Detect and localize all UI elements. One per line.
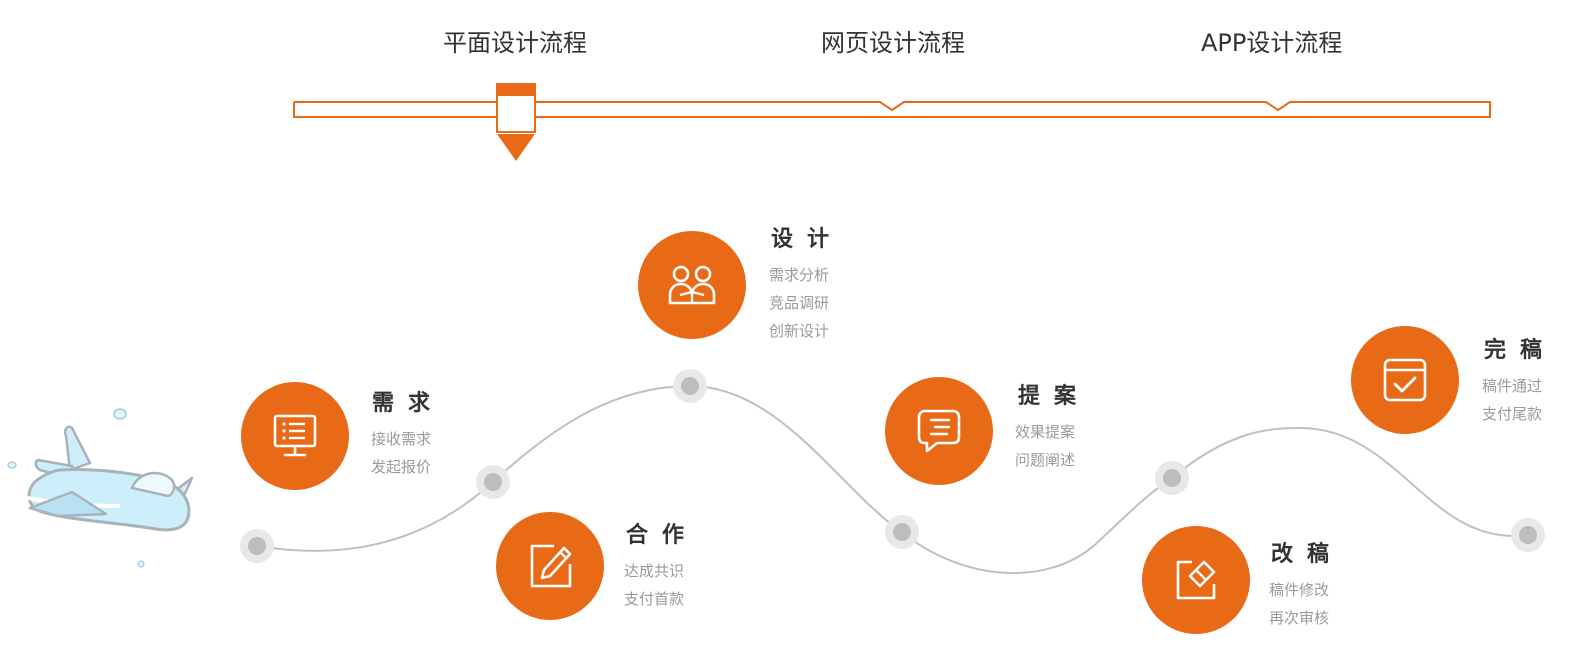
step-cooperate-title: 合作 [626,523,699,548]
monitor-list-icon [273,414,317,457]
step-cooperate-desc: 达成共识 支付首款 [624,557,684,613]
step-cooperate-line: 达成共识 [624,562,685,580]
chat-bubble-icon [917,409,961,453]
step-demand-desc: 接收需求 发起报价 [371,425,431,481]
step-finish-line: 稿件通过 [1482,377,1543,395]
curve-node [673,369,707,403]
tab-track-outline [293,101,1491,118]
step-demand-line: 接收需求 [371,430,432,448]
curve-node [885,515,919,549]
airplane-icon [7,408,194,568]
step-design-title: 设计 [771,227,844,252]
step-design-button[interactable] [638,231,746,339]
step-design-line: 竞品调研 [769,294,830,312]
step-proposal-button[interactable] [885,377,993,485]
step-design-line: 需求分析 [769,266,830,284]
step-demand-button[interactable] [241,382,349,490]
step-design-line: 创新设计 [769,322,830,340]
tab-web-design-process[interactable]: 网页设计流程 [821,29,965,57]
step-proposal-line: 效果提案 [1015,423,1076,441]
curve-node [1155,461,1189,495]
step-demand-title: 需求 [372,391,445,416]
checked-calendar-icon [1383,358,1427,402]
step-proposal-line: 问题阐述 [1015,451,1076,469]
tab-app-design-process[interactable]: APP设计流程 [1201,29,1343,57]
step-finish-button[interactable] [1351,326,1459,434]
step-revise-line: 再次审核 [1269,609,1330,627]
tab-graphic-design-process[interactable]: 平面设计流程 [443,29,587,57]
tab-track [293,83,1491,161]
step-demand-line: 发起报价 [371,458,432,476]
eraser-edit-icon [1176,560,1216,600]
curve-node [240,529,274,563]
step-cooperate-button[interactable] [496,512,604,620]
step-cooperate-line: 支付首款 [624,590,685,608]
step-revise-button[interactable] [1142,526,1250,634]
people-icon [668,265,716,305]
curve-node [476,465,510,499]
pencil-edit-icon [530,544,572,588]
tab-slider-marker[interactable] [496,83,536,161]
curve-node [1511,518,1545,552]
step-proposal-title: 提案 [1018,384,1091,409]
step-finish-desc: 稿件通过 支付尾款 [1482,372,1542,428]
step-revise-line: 稿件修改 [1269,581,1330,599]
step-revise-desc: 稿件修改 再次审核 [1269,576,1329,632]
step-finish-title: 完稿 [1484,338,1557,363]
step-design-desc: 需求分析 竞品调研 创新设计 [769,261,829,345]
step-finish-line: 支付尾款 [1482,405,1543,423]
step-proposal-desc: 效果提案 问题阐述 [1015,418,1075,474]
step-revise-title: 改稿 [1271,542,1344,567]
